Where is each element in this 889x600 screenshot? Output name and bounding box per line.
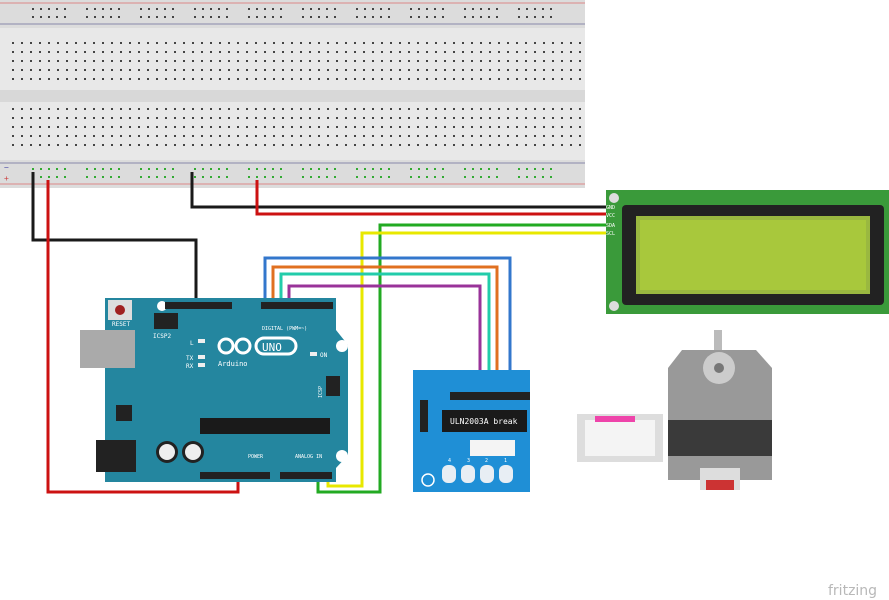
output-label-1: 4 [448,458,451,464]
header-digital-low [261,302,333,309]
led-l-label: L [190,340,194,347]
breadboard: − + [0,0,585,188]
on-label: ON [320,352,328,359]
led-rx-label: RX [186,363,194,370]
model-label: UNO [262,341,282,354]
lcd-pin-scl: SCL [606,231,615,237]
icsp-label: ICSP [318,386,324,398]
brand-label: Arduino [218,360,248,368]
wire-in3[interactable] [279,272,491,382]
lcd-pin-sda: SDA [606,223,615,229]
icsp2-label: ICSP2 [153,333,171,340]
wire-gnd-arduino[interactable] [31,172,198,302]
arduino-uno: RESET ICSP2 DIGITAL (PWM=~) L TX RX UNO … [80,298,348,482]
header-power [200,472,270,479]
header-digital-high [165,302,232,309]
output-label-2: 3 [467,458,470,464]
wire-gnd-lcd[interactable] [190,172,616,209]
fritzing-logo: fritzing [828,583,877,599]
wire-in2[interactable] [271,265,499,382]
wire-5v-arduino[interactable] [46,180,240,494]
power-label: POWER [248,454,264,460]
arduino-logo-icon [217,336,298,356]
driver-chip-label: ULN2003A break [450,417,518,426]
connector-cable-image [577,414,663,462]
wire-scl[interactable] [326,231,616,488]
header-analog [280,472,332,479]
led-tx-label: TX [186,355,194,362]
wire-vcc-lcd[interactable] [255,180,616,216]
svg-text:+: + [4,174,9,183]
lcd-screen [640,220,866,290]
output-label-3: 2 [485,458,488,464]
digital-label: DIGITAL (PWM=~) [262,326,307,332]
lcd-pin-gnd: GND [606,205,615,211]
svg-text:−: − [4,163,9,172]
lcd-i2c-module: GND VCC SDA SCL [606,190,889,314]
wire-sda[interactable] [316,223,616,494]
analog-label: ANALOG IN [295,454,322,460]
stepper-motor [668,330,772,490]
wire-in4[interactable] [287,284,482,382]
lcd-pin-vcc: VCC [606,213,615,219]
output-label-4: 1 [504,458,507,464]
wire-in1[interactable] [263,256,512,382]
reset-label: RESET [112,321,130,328]
uln2003-driver-board: ULN2003A break 4 3 2 1 [413,370,530,492]
